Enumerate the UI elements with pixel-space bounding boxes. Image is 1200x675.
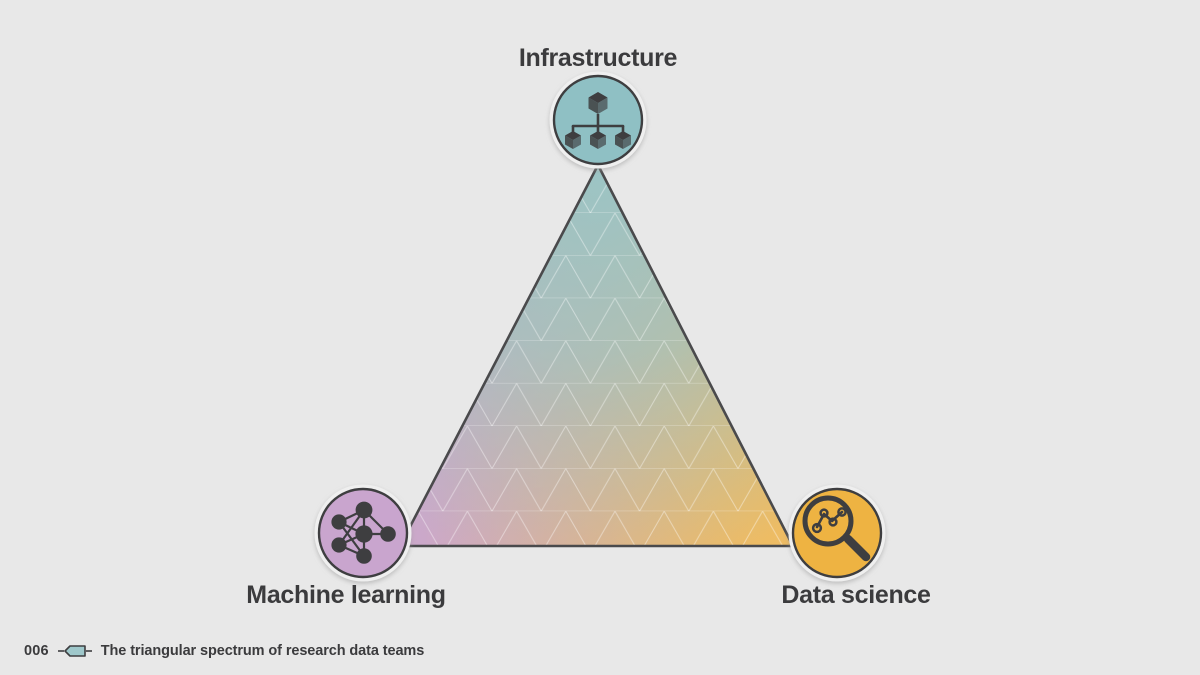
- footer-figure-number: 006: [24, 643, 49, 659]
- label-data-science: Data science: [781, 581, 931, 609]
- triangle-outline: [398, 163, 795, 548]
- triangular-mesh-overlay: [400, 165, 793, 546]
- label-infrastructure: Infrastructure: [518, 44, 678, 72]
- footer-caption-text: The triangular spectrum of research data…: [100, 643, 425, 659]
- footer-caption-bar: 006 The triangular spectrum of research …: [24, 643, 424, 659]
- spectrum-triangle: [398, 163, 795, 548]
- node-machine-learning[interactable]: [314, 484, 412, 582]
- magnifier-chart-icon: [802, 495, 871, 562]
- label-machine-learning: Machine learning: [246, 581, 446, 609]
- node-data-science[interactable]: [788, 484, 886, 582]
- tag-ribbon-icon: [57, 645, 92, 657]
- neural-network-icon: [331, 501, 396, 564]
- node-infrastructure[interactable]: [549, 71, 647, 169]
- hierarchy-cubes-icon: [565, 92, 631, 149]
- triangle-gradient-layers: [400, 165, 793, 546]
